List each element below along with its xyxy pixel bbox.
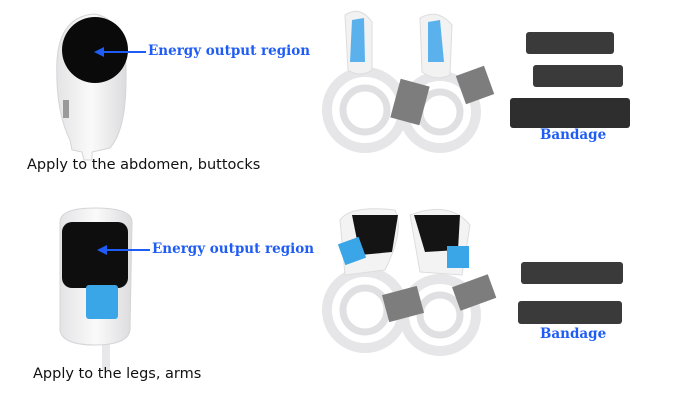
bandage-label: Bandage (540, 127, 607, 143)
square-handpiece (59, 207, 133, 370)
arrow-icon (94, 47, 146, 57)
energy-output-pad-square (62, 222, 128, 288)
arrow-icon (97, 245, 150, 255)
handpiece-pair-bottom (322, 208, 497, 356)
bandages-top (510, 32, 630, 128)
round-handpiece (56, 13, 128, 161)
bandages-bottom (518, 262, 623, 324)
blue-button-icon (86, 285, 118, 319)
bandage-label: Bandage (540, 326, 607, 342)
energy-output-region-label: Energy output region (148, 43, 311, 59)
handpiece-pair-top (322, 10, 495, 153)
caption-legs: Apply to the legs, arms (33, 366, 202, 382)
energy-output-region-label: Energy output region (152, 241, 315, 257)
energy-output-pad-round (62, 17, 128, 83)
caption-abdomen: Apply to the abdomen, buttocks (27, 157, 261, 173)
